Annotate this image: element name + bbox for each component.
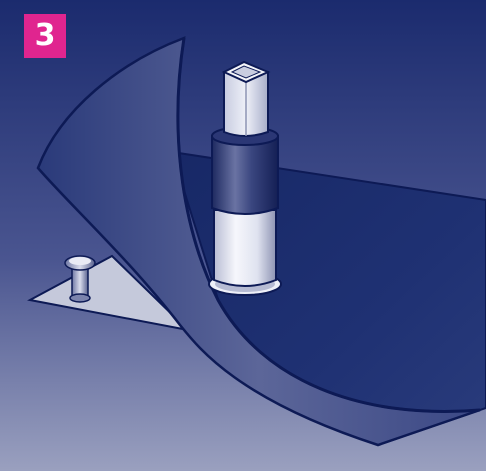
- pin-plate: [27, 254, 192, 332]
- flap-edge: [176, 37, 481, 413]
- step-number-badge: 3: [24, 14, 66, 58]
- pin: [64, 255, 96, 303]
- spool-pin-cylinder: [208, 126, 282, 296]
- square-spindle: [221, 60, 271, 137]
- step-number: 3: [34, 18, 56, 53]
